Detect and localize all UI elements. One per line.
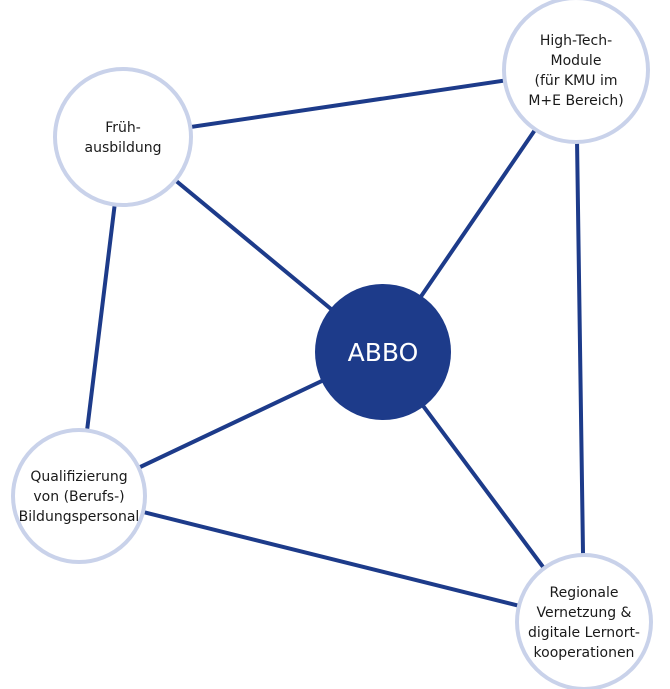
- node-label-regionale-line-3: kooperationen: [534, 645, 635, 661]
- node-label-regionale-line-1: Vernetzung &: [537, 605, 632, 621]
- node-label-qualifizierung-line-0: Qualifizierung: [30, 469, 127, 485]
- node-label-qualifizierung-line-1: von (Berufs-): [33, 489, 124, 505]
- nodes: Früh-ausbildung High-Tech- Module (für KMU …: [11, 0, 653, 689]
- hub-label: ABBO: [348, 338, 419, 367]
- hub-circle: [315, 284, 451, 420]
- node-fruehausbildung: Früh-ausbildung: [53, 67, 193, 207]
- node-qualifizierung: Qualifizierung von (Berufs-) Bildungsperso…: [11, 428, 147, 564]
- node-circle-regionale: [515, 553, 653, 689]
- edge-qualifizierung-regionale: [77, 494, 586, 624]
- node-label-high-tech-line-3: M+E Bereich): [528, 93, 623, 109]
- node-label-regionale-line-0: Regionale: [549, 585, 618, 601]
- node-label-high-tech-line-0: High-Tech-: [540, 33, 612, 49]
- hub-node: ABBO: [315, 284, 451, 420]
- edge-fruehausbildung-high-tech: [121, 68, 578, 139]
- node-label-high-tech-line-2: (für KMU im: [535, 73, 618, 89]
- node-label-fruehausbildung-line-0: Früh-: [105, 120, 141, 136]
- node-high-tech: High-Tech- Module (für KMU im M+E Bereich): [502, 0, 650, 144]
- node-label-high-tech-line-1: Module: [551, 53, 602, 69]
- node-circle-fruehausbildung: [53, 67, 193, 207]
- edge-high-tech-regionale: [574, 68, 586, 624]
- node-label-regionale-line-2: digitale Lernort-: [528, 625, 640, 641]
- node-circle-qualifizierung: [11, 428, 147, 564]
- node-label-qualifizierung-line-2: Bildungspersonal: [19, 509, 140, 525]
- node-label-fruehausbildung-line-1: ausbildung: [85, 140, 162, 156]
- node-circle-high-tech: [502, 0, 650, 144]
